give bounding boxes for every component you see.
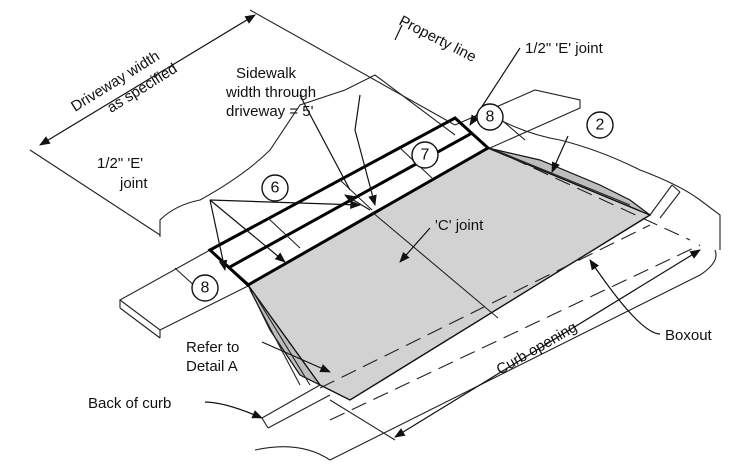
wing-line: [254, 294, 311, 386]
curb-end-right: [671, 184, 681, 193]
sidewalk-right-slab: [454, 89, 581, 149]
e-joint-left-leader-1: [209, 199, 228, 272]
ground-outline: [159, 74, 456, 237]
boxout-dashed-line: [489, 147, 691, 241]
sidewalk-left-slab: [118, 249, 251, 331]
refer-label-2: Detail A: [186, 358, 238, 375]
boxout-leader: [589, 259, 661, 335]
boxout-label: Boxout: [665, 327, 713, 344]
back-of-curb-leader: [204, 401, 263, 419]
e-joint-left-leader-2: [209, 199, 286, 263]
callout-2: 2: [596, 117, 605, 134]
curb-opening-label: Curb opening: [494, 319, 581, 379]
refer-label-1: Refer to: [186, 339, 239, 356]
callout-7: 7: [421, 147, 430, 164]
driveway-width-dimension: [39, 14, 256, 146]
extension-line: [29, 149, 161, 236]
callout-7-circle: [411, 141, 439, 169]
curb-opening-dimension: [394, 249, 701, 438]
callout-8-left-circle: [191, 274, 219, 302]
callout-2-circle: [586, 111, 614, 139]
callout-8-left: 8: [201, 280, 210, 297]
callout-8-top: 8: [486, 109, 495, 126]
curb-back-right: [649, 184, 673, 216]
e-joint-left-label-2: joint: [119, 175, 148, 192]
sidewalk-through-driveway: [207, 116, 491, 287]
ground-outline-right: [499, 119, 721, 250]
refer-detail-leader: [261, 341, 331, 373]
sidewalk-edge: [119, 307, 161, 339]
curb-front-right: [659, 191, 681, 219]
sidewalk-leader: [354, 94, 377, 207]
wing-line: [249, 289, 301, 386]
callout-8-top-circle: [476, 103, 504, 131]
sidewalk-label-1: Sidewalk: [236, 65, 297, 82]
back-of-curb-label: Back of curb: [88, 395, 171, 412]
property-line-label: Property line: [396, 12, 479, 65]
wing-line: [494, 149, 631, 206]
sidewalk-label-2: width through: [225, 84, 316, 101]
e-joint-top-label: 1/2" 'E' joint: [525, 40, 604, 57]
extension-line: [329, 399, 396, 441]
callout-6-circle: [261, 174, 289, 202]
gutter-dashed-line: [319, 224, 651, 389]
c-joint-leader: [399, 227, 431, 263]
c-joint-label: 'C' joint: [435, 217, 484, 234]
property-line-tick: [394, 24, 403, 41]
road-edge: [254, 446, 331, 461]
e-joint-left-leader-3: [209, 199, 362, 209]
curb-front-left: [267, 394, 331, 429]
extension-line: [249, 9, 456, 126]
callout-6: 6: [271, 180, 280, 197]
right-curb-wing: [487, 147, 651, 216]
sidewalk-leader-2: [299, 94, 351, 191]
sidewalk-label-3: driveway = 5': [226, 103, 314, 120]
sidewalk-score-line: [267, 217, 301, 249]
curb-end-left: [261, 417, 269, 429]
callout-2-leader: [551, 135, 569, 173]
e-joint-left-label-1: 1/2" 'E': [97, 155, 143, 172]
curb-back-left: [261, 384, 321, 419]
sidewalk-score-line: [339, 179, 373, 211]
